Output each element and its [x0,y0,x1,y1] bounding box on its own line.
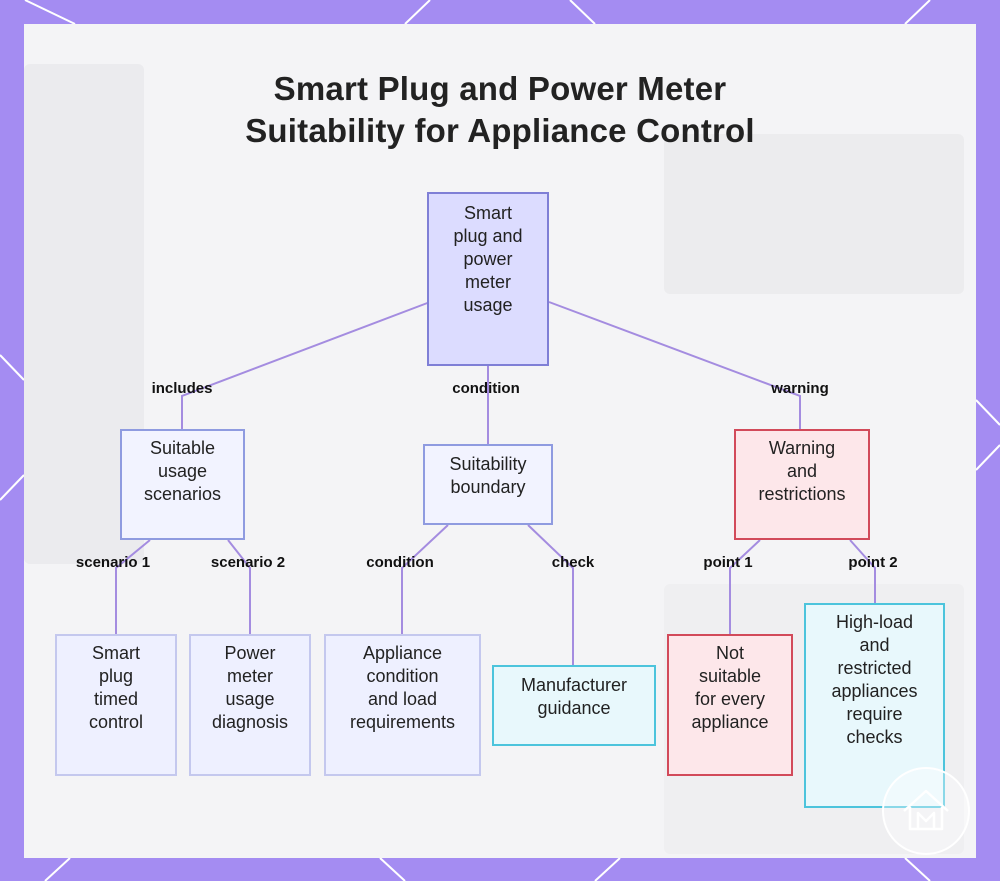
edge-boundary-manufacturer [527,524,574,666]
edge-label-includes: includes [151,380,213,397]
node-text: Appliance [362,643,443,663]
node-text: checks [846,727,903,747]
node-text: usage [225,689,275,709]
edge-warning-notsuitable [729,539,761,635]
node-text: and [786,461,818,481]
node-smart-plug-timed-control: Smart plug timed control [55,634,177,776]
node-suitable-usage-scenarios: Suitable usage scenarios [120,429,245,540]
node-warning-restrictions: Warning and restrictions [734,429,870,540]
edge-label-point-2: point 2 [848,554,898,571]
edge-label-point-1: point 1 [703,554,753,571]
node-text: condition [366,666,439,686]
node-text: guidance [537,698,611,718]
edge-label-warning: warning [771,380,829,397]
title-line-2: Suitability for Appliance Control [245,112,755,149]
node-power-meter-usage-diagnosis: Power meter usage diagnosis [189,634,311,776]
node-text: suitable [698,666,762,686]
node-text: scenarios [143,484,222,504]
node-text: timed [93,689,138,709]
node-text: Suitability [449,454,527,474]
edge-label-condition-mid: condition [366,554,434,571]
node-text: High-load [835,612,914,632]
node-text: requirements [349,712,456,732]
node-text: appliance [691,712,769,732]
node-text: Warning [768,438,836,458]
node-not-suitable-every-appliance: Not suitable for every appliance [667,634,793,776]
node-text: and load [367,689,438,709]
edge-warning-highload [849,539,876,604]
node-text: for every [694,689,766,709]
edge-label-condition-top: condition [452,380,520,397]
node-text: usage [157,461,208,481]
edge-root-suitable [181,301,431,430]
node-text: require [846,704,903,724]
node-text: plug [98,666,134,686]
edge-boundary-appliance [401,524,449,635]
node-text: and [859,635,890,655]
node-text: meter [226,666,273,686]
node-text: plug and [453,226,523,246]
edge-label-scenario-1: scenario 1 [75,554,151,571]
node-manufacturer-guidance: Manufacturer guidance [492,665,656,746]
node-text: Not [715,643,744,663]
node-text: Power [224,643,276,663]
node-text: restrictions [758,484,846,504]
node-text: Smart [463,203,512,223]
node-appliance-condition-load: Appliance condition and load requirement… [324,634,481,776]
node-text: Smart [91,643,140,663]
edge-label-check: check [551,554,595,571]
node-text: control [88,712,144,732]
node-text: Suitable [149,438,216,458]
node-text: boundary [450,477,526,497]
diagram-title: Smart Plug and Power Meter Suitability f… [0,68,1000,152]
node-text: appliances [831,681,918,701]
edge-suitable-smartplug [115,539,151,635]
node-text: Manufacturer [520,675,628,695]
node-text: diagnosis [211,712,289,732]
node-text: restricted [837,658,912,678]
node-text: meter [464,272,511,292]
node-text: usage [463,295,513,315]
house-logo-icon [882,767,970,855]
edge-label-scenario-2: scenario 2 [210,554,286,571]
background-blur-shape [664,134,964,294]
node-text: power [463,249,513,269]
node-suitability-boundary: Suitability boundary [423,444,553,525]
node-root: Smart plug and power meter usage [427,192,549,366]
edge-root-warning [548,301,801,430]
node-high-load-restricted-checks: High-load and restricted appliances requ… [804,603,945,808]
title-line-1: Smart Plug and Power Meter [273,70,727,107]
edge-suitable-powermeter [227,539,251,635]
